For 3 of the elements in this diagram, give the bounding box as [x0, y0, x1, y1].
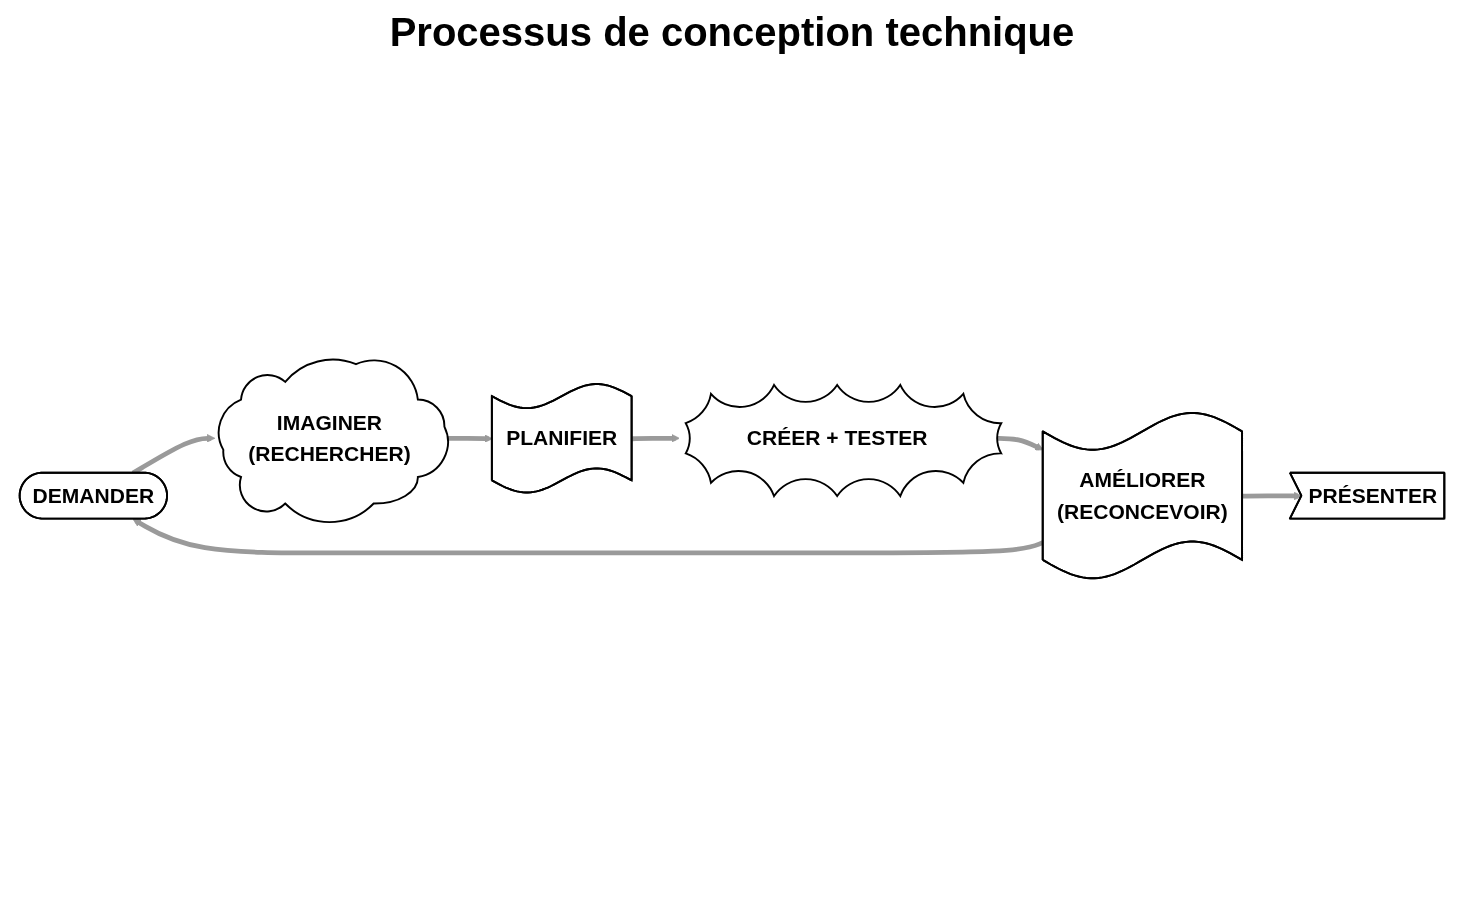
diagram-title: Processus de conception technique: [388, 10, 1076, 55]
arrow: [1242, 491, 1303, 501]
arrow: [632, 434, 680, 443]
